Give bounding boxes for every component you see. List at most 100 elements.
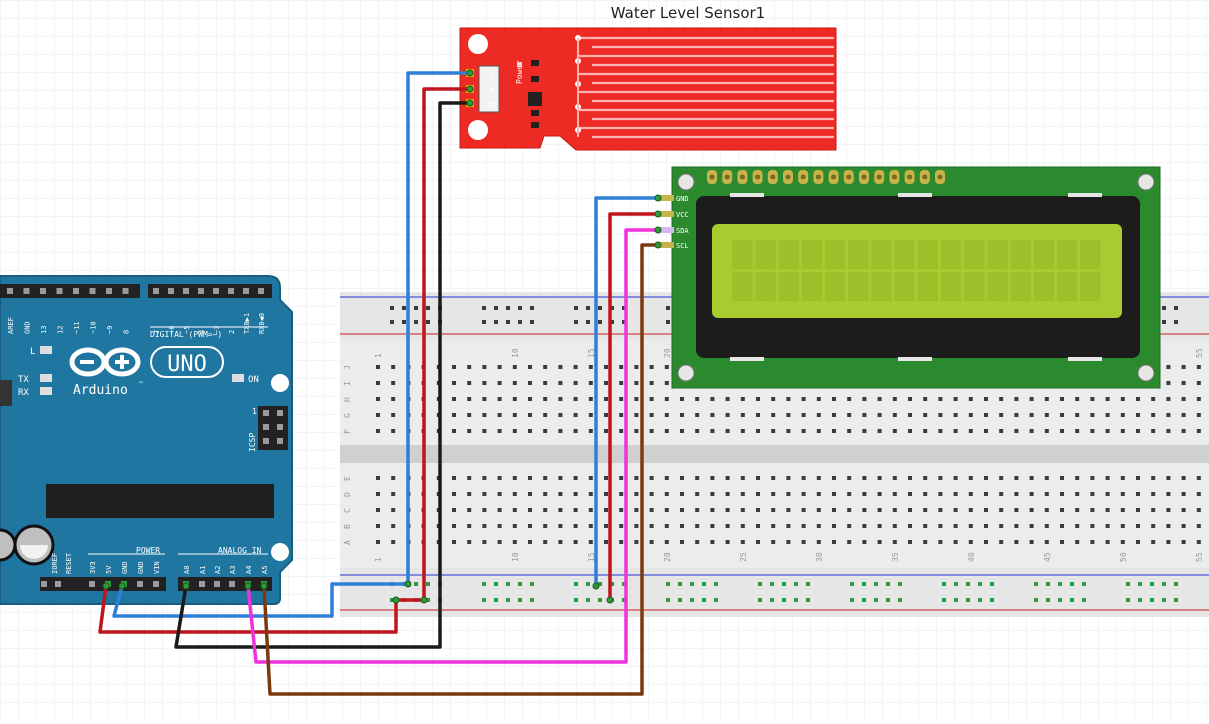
breadboard-hole bbox=[1014, 492, 1019, 496]
breadboard-hole bbox=[892, 492, 897, 496]
breadboard-hole bbox=[649, 365, 654, 369]
breadboard-hole bbox=[664, 365, 669, 369]
breadboard-hole bbox=[908, 413, 912, 417]
lcd-char-cell bbox=[732, 272, 753, 301]
rail-hole-active bbox=[518, 582, 522, 586]
lcd-char-cell bbox=[940, 272, 962, 301]
breadboard-hole bbox=[740, 540, 745, 544]
column-number-top: 55 bbox=[1195, 348, 1204, 358]
breadboard-hole bbox=[680, 429, 684, 433]
breadboard-hole bbox=[938, 397, 943, 401]
breadboard-hole bbox=[786, 476, 791, 480]
rail-hole-active bbox=[758, 582, 762, 586]
breadboard-hole bbox=[862, 492, 867, 496]
breadboard-hole bbox=[543, 365, 548, 369]
breadboard-hole bbox=[1060, 508, 1064, 512]
analog-pin-label: A4 bbox=[245, 566, 253, 574]
breadboard-hole bbox=[1090, 397, 1095, 401]
breadboard-hole bbox=[1196, 413, 1201, 417]
sensor-pin-header bbox=[478, 65, 500, 113]
breadboard-hole bbox=[1120, 492, 1125, 496]
analog-pin-label: A5 bbox=[261, 566, 269, 574]
breadboard-hole bbox=[710, 476, 715, 480]
breadboard-hole bbox=[649, 476, 654, 480]
lcd-pin-scl bbox=[656, 242, 674, 248]
breadboard-hole bbox=[391, 365, 396, 369]
breadboard-hole bbox=[376, 365, 380, 369]
breadboard-hole bbox=[1090, 476, 1095, 480]
breadboard-hole bbox=[1181, 476, 1186, 480]
lcd-char-cell bbox=[871, 240, 892, 269]
breadboard-hole bbox=[558, 540, 563, 544]
breadboard-hole bbox=[1044, 413, 1049, 417]
column-number-bottom: 25 bbox=[739, 552, 748, 562]
rail-hole-active bbox=[702, 598, 706, 602]
breadboard-hole bbox=[1105, 524, 1110, 528]
breadboard-hole bbox=[497, 397, 502, 401]
breadboard-hole bbox=[740, 397, 745, 401]
breadboard-hole bbox=[923, 429, 928, 433]
breadboard-hole bbox=[756, 508, 760, 512]
breadboard-hole bbox=[1029, 524, 1034, 528]
breadboard-hole bbox=[1044, 492, 1049, 496]
rail-hole bbox=[518, 320, 522, 324]
breadboard-hole bbox=[1181, 381, 1186, 385]
breadboard-hole bbox=[1075, 524, 1080, 528]
lcd-top-pad-hole bbox=[846, 174, 852, 180]
breadboard-hole bbox=[664, 540, 669, 544]
breadboard-hole bbox=[1151, 413, 1156, 417]
breadboard-hole bbox=[1136, 508, 1140, 512]
breadboard-hole bbox=[604, 492, 608, 496]
center-channel bbox=[340, 445, 1209, 463]
breadboard-hole bbox=[619, 397, 624, 401]
rail-hole-active bbox=[702, 582, 706, 586]
breadboard-hole bbox=[619, 365, 624, 369]
rail-hole bbox=[530, 306, 534, 310]
icsp-pin bbox=[263, 424, 269, 430]
breadboard-hole bbox=[725, 492, 730, 496]
breadboard-hole bbox=[680, 524, 684, 528]
uno-model-text: UNO bbox=[167, 352, 207, 377]
breadboard-hole bbox=[938, 508, 943, 512]
breadboard-hole bbox=[467, 397, 472, 401]
breadboard-holes bbox=[376, 306, 1201, 602]
breadboard-hole bbox=[1120, 429, 1125, 433]
lcd-mount-hole-tr bbox=[1137, 173, 1155, 191]
breadboard-hole bbox=[999, 524, 1004, 528]
breadboard-hole bbox=[680, 413, 684, 417]
breadboard-hole bbox=[497, 492, 502, 496]
breadboard-hole bbox=[452, 413, 456, 417]
rail-hole-active bbox=[714, 598, 718, 602]
rail-hole-active bbox=[622, 582, 626, 586]
wire-endpoint bbox=[654, 226, 662, 234]
breadboard-hole bbox=[877, 397, 882, 401]
breadboard-hole bbox=[1196, 397, 1201, 401]
led-rx-label: RX bbox=[18, 388, 29, 398]
breadboard-hole bbox=[725, 508, 730, 512]
rail-hole bbox=[666, 306, 670, 310]
breadboard-hole bbox=[664, 492, 669, 496]
analog-pin-label: A3 bbox=[229, 566, 237, 574]
breadboard-hole bbox=[528, 381, 532, 385]
breadboard-hole bbox=[740, 492, 745, 496]
breadboard-hole bbox=[452, 476, 456, 480]
rail-hole-active bbox=[678, 598, 682, 602]
breadboard-hole bbox=[376, 476, 380, 480]
rail-hole-active bbox=[390, 598, 394, 602]
lcd-top-pads bbox=[707, 170, 945, 184]
breadboard-hole bbox=[1166, 413, 1171, 417]
breadboard-hole bbox=[771, 540, 776, 544]
breadboard-hole bbox=[1181, 413, 1186, 417]
breadboard-hole bbox=[452, 381, 456, 385]
breadboard-hole bbox=[482, 524, 487, 528]
breadboard-hole bbox=[604, 476, 608, 480]
breadboard-hole bbox=[1181, 540, 1186, 544]
rail-hole-active bbox=[978, 598, 982, 602]
rail-hole-active bbox=[518, 598, 522, 602]
breadboard-hole bbox=[497, 365, 502, 369]
row-letter-top: F bbox=[343, 429, 352, 434]
breadboard-hole bbox=[710, 429, 715, 433]
breadboard-hole bbox=[1014, 508, 1019, 512]
breadboard-hole bbox=[923, 524, 928, 528]
